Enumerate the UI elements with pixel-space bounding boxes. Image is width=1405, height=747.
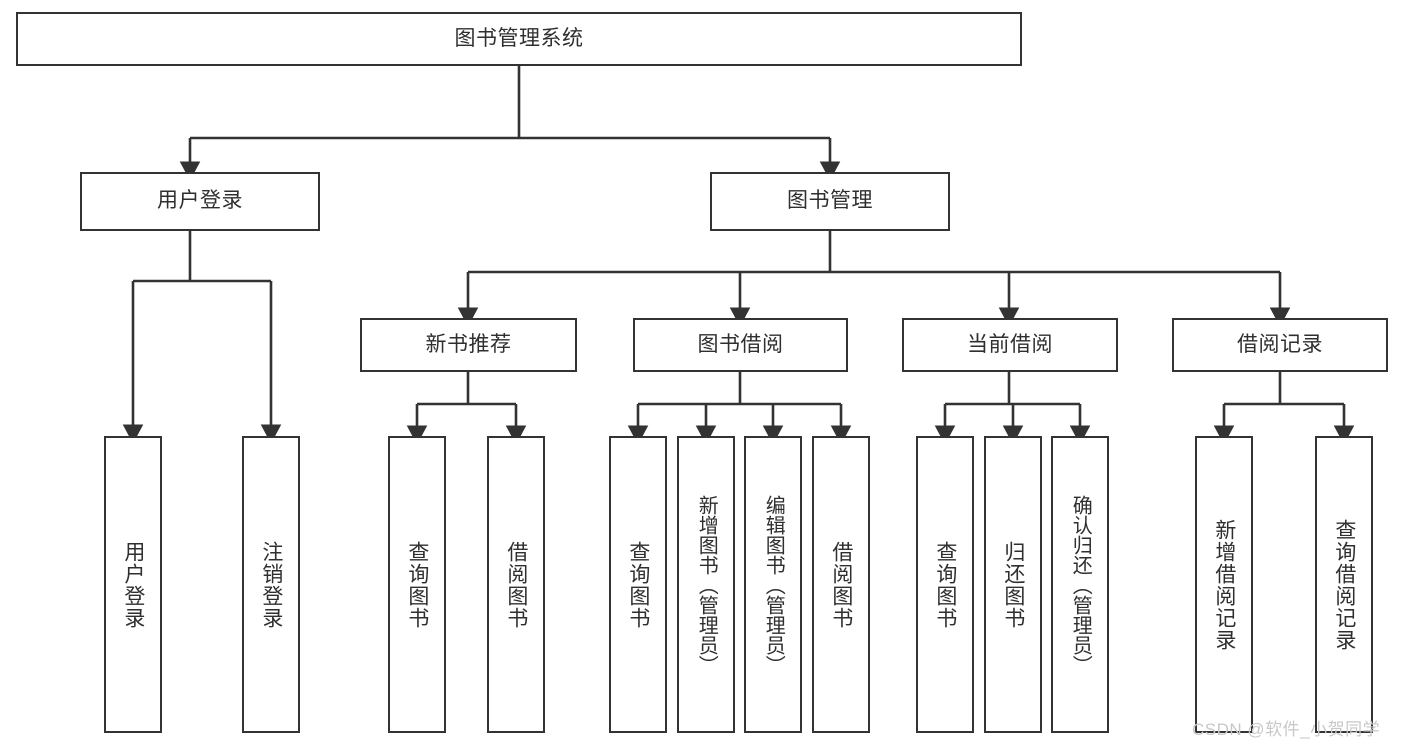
csdn-watermark: CSDN @软件_小贺同学 [1192,715,1380,740]
node-current-borrow-label: 当前借阅 [967,332,1053,356]
node-book-borrow-label: 图书借阅 [697,332,784,356]
leaf-current-borrow-confirm-return-label: 确认归还（管理员） [1069,494,1092,675]
leaf-user-login-login-label: 用户登录 [121,540,145,629]
leaf-current-borrow-query-label: 查询图书 [933,540,957,629]
leaf-current-borrow-return-label: 归还图书 [1001,540,1025,629]
leaf-current-borrow-return[interactable]: 归还图书 [984,436,1042,733]
leaf-current-borrow-query[interactable]: 查询图书 [916,436,974,733]
leaf-book-borrow-add[interactable]: 新增图书（管理员） [677,436,735,733]
leaf-book-borrow-borrow-label: 借阅图书 [829,540,853,629]
leaf-borrow-record-query-label: 查询借阅记录 [1332,518,1356,651]
leaf-new-book-query-label: 查询图书 [405,540,429,629]
leaf-borrow-record-add[interactable]: 新增借阅记录 [1195,436,1253,733]
leaf-new-book-borrow[interactable]: 借阅图书 [487,436,545,733]
leaf-new-book-query[interactable]: 查询图书 [388,436,446,733]
csdn-watermark-text: CSDN @软件_小贺同学 [1192,720,1381,739]
leaf-book-borrow-edit-label: 编辑图书（管理员） [762,494,785,675]
leaf-borrow-record-query[interactable]: 查询借阅记录 [1315,436,1373,733]
leaf-book-borrow-query[interactable]: 查询图书 [609,436,667,733]
node-root-system[interactable]: 图书管理系统 [16,12,1022,66]
leaf-borrow-record-add-label: 新增借阅记录 [1212,518,1236,651]
node-root-system-label: 图书管理系统 [454,26,584,50]
node-borrow-record[interactable]: 借阅记录 [1172,318,1388,372]
leaf-book-borrow-add-label: 新增图书（管理员） [695,494,718,675]
leaf-book-borrow-borrow[interactable]: 借阅图书 [812,436,870,733]
leaf-book-borrow-edit[interactable]: 编辑图书（管理员） [744,436,802,733]
node-book-management-label: 图书管理 [787,189,873,213]
node-book-borrow[interactable]: 图书借阅 [633,318,848,372]
leaf-new-book-borrow-label: 借阅图书 [504,540,528,629]
leaf-current-borrow-confirm-return[interactable]: 确认归还（管理员） [1051,436,1109,733]
node-book-management[interactable]: 图书管理 [710,172,950,231]
node-user-login-label: 用户登录 [157,189,243,213]
node-new-book-recommend[interactable]: 新书推荐 [360,318,577,372]
leaf-book-borrow-query-label: 查询图书 [626,540,650,629]
node-borrow-record-label: 借阅记录 [1237,332,1323,356]
leaf-user-login-login[interactable]: 用户登录 [104,436,162,733]
node-user-login[interactable]: 用户登录 [80,172,320,231]
leaf-user-login-logout-label: 注销登录 [259,540,283,629]
node-current-borrow[interactable]: 当前借阅 [902,318,1118,372]
node-new-book-recommend-label: 新书推荐 [425,332,512,356]
leaf-user-login-logout[interactable]: 注销登录 [242,436,300,733]
